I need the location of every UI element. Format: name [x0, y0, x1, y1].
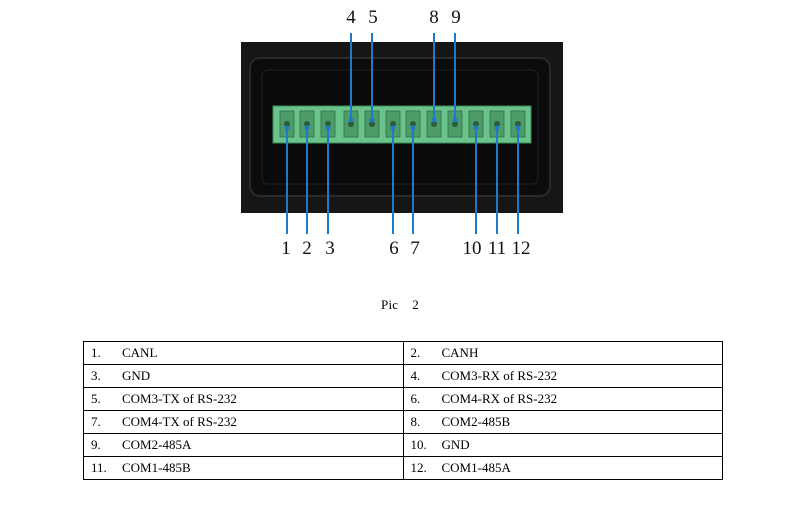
pin-function: COM4-RX of RS-232: [441, 391, 558, 406]
pin-function: CANH: [441, 345, 479, 360]
pin-label-7: 7: [410, 238, 420, 259]
table-cell: 7. COM4-TX of RS-232: [83, 410, 404, 434]
leader-dot-1: [284, 125, 290, 131]
terminal-screw-6: [390, 121, 396, 127]
pin-function: COM2-485A: [122, 437, 192, 452]
pin-number: 4.: [410, 368, 421, 383]
pin-number: 2.: [410, 345, 421, 360]
pin-label-1: 1: [281, 238, 291, 259]
pin-label-3: 3: [325, 238, 335, 259]
terminal-screw-9: [452, 121, 458, 127]
table-cell: 9. COM2-485A: [83, 433, 404, 457]
pin-function: COM1-485B: [122, 460, 191, 475]
table-cell: 12. COM1-485A: [402, 456, 723, 480]
pin-number-labels: 4 5 8 9 1 2 3 6 7 10 11 12: [281, 7, 530, 259]
pin-label-10: 10: [463, 238, 482, 259]
terminal-screw-4: [348, 121, 354, 127]
pin-number: 1.: [91, 345, 101, 360]
table-row: 1. CANL 2. CANH: [83, 341, 723, 365]
table-cell: 4. COM3-RX of RS-232: [402, 364, 723, 388]
table-row: 7. COM4-TX of RS-232 8. COM2-485B: [83, 410, 723, 434]
pin-function: COM3-TX of RS-232: [122, 391, 237, 406]
table-cell: 10. GND: [402, 433, 723, 457]
pin-number: 11.: [91, 460, 107, 475]
table-row: 5. COM3-TX of RS-232 6. COM4-RX of RS-232: [83, 387, 723, 411]
table-cell: 11. COM1-485B: [83, 456, 404, 480]
pin-label-4: 4: [346, 7, 356, 28]
table-row: 9. COM2-485A 10. GND: [83, 433, 723, 457]
terminal-screw-11: [494, 121, 500, 127]
pin-function: COM1-485A: [441, 460, 511, 475]
leader-dot-8: [431, 117, 437, 123]
terminal-screw-10: [473, 121, 479, 127]
caption-number: 2: [412, 297, 419, 312]
pin-number: 5.: [91, 391, 101, 406]
terminal-slots: [279, 110, 526, 138]
terminal-screw-3: [325, 121, 331, 127]
leader-dot-11: [494, 125, 500, 131]
table-cell: 5. COM3-TX of RS-232: [83, 387, 404, 411]
table-row: 3. GND 4. COM3-RX of RS-232: [83, 364, 723, 388]
leader-dot-3: [325, 125, 331, 131]
pin-function: COM2-485B: [441, 414, 511, 429]
pin-label-8: 8: [429, 7, 439, 28]
table-row: 11. COM1-485B 12. COM1-485A: [83, 456, 723, 480]
pin-function: GND: [122, 368, 151, 383]
leader-dot-12: [515, 125, 521, 131]
pin-function: COM3-RX of RS-232: [441, 368, 558, 383]
terminal-screw-2: [304, 121, 310, 127]
pin-function: GND: [441, 437, 470, 452]
pin-number: 8.: [410, 414, 421, 429]
leader-dot-4: [348, 117, 354, 123]
leader-dot-6: [390, 125, 396, 131]
pin-number: 6.: [410, 391, 421, 406]
pin-number: 12.: [410, 460, 427, 475]
pin-assignment-table: 1.CANL 2.CANH 3.GND 4.COM3-RX of RS-232 …: [83, 341, 723, 480]
pin-number: 9.: [91, 437, 101, 452]
pin-function: COM4-TX of RS-232: [122, 414, 237, 429]
table-cell: 3. GND: [83, 364, 404, 388]
terminal-screw-1: [284, 121, 290, 127]
leader-dot-9: [452, 117, 458, 123]
leader-dot-2: [304, 125, 310, 131]
pin-label-2: 2: [302, 238, 312, 259]
terminal-screw-12: [515, 121, 521, 127]
leader-dot-5: [369, 117, 375, 123]
pin-label-6: 6: [389, 238, 399, 259]
caption-label: Pic: [381, 297, 399, 312]
terminal-block: [272, 105, 532, 144]
terminal-screw-7: [410, 121, 416, 127]
terminal-screw-5: [369, 121, 375, 127]
pin-label-5: 5: [368, 7, 378, 28]
table-cell: 1. CANL: [83, 341, 404, 365]
table-cell: 8. COM2-485B: [402, 410, 723, 434]
table-cell: 6. COM4-RX of RS-232: [402, 387, 723, 411]
leader-dot-10: [473, 125, 479, 131]
pin-leader-lines: [284, 33, 521, 234]
pin-label-11: 11: [488, 238, 506, 259]
figure-caption: Pic 2: [0, 297, 800, 313]
pin-function: CANL: [122, 345, 158, 360]
terminal-screw-8: [431, 121, 437, 127]
pin-label-12: 12: [512, 238, 531, 259]
pin-number: 10.: [410, 437, 427, 452]
pin-label-9: 9: [451, 7, 461, 28]
pin-number: 3.: [91, 368, 101, 383]
connector-figure: 4 5 8 9 1 2 3 6 7 10 11 12: [241, 7, 563, 259]
pin-number: 7.: [91, 414, 101, 429]
leader-dot-7: [410, 125, 416, 131]
table-cell: 2. CANH: [402, 341, 723, 365]
